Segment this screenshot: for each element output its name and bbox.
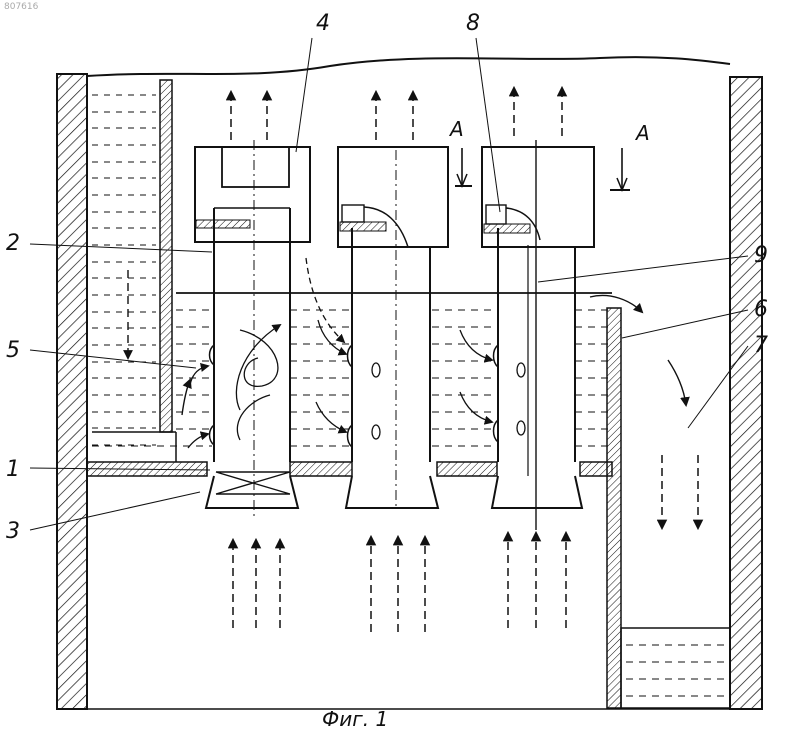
right-wall (730, 77, 762, 709)
top-break-line (87, 57, 730, 76)
section-letter-right: А (634, 121, 650, 145)
tray-plate (87, 462, 612, 476)
corner-mark: 807616 (4, 2, 39, 12)
label-2: 2 (6, 231, 20, 256)
label-1: 1 (6, 457, 20, 482)
label-5: 5 (6, 338, 20, 363)
contact-element-middle (306, 147, 448, 508)
leader-lines (30, 38, 748, 530)
label-9: 9 (754, 243, 768, 268)
gas-inflow-arrows (233, 533, 566, 632)
figure-caption: Фиг. 1 (322, 707, 388, 731)
label-7: 7 (754, 333, 768, 358)
label-8: 8 (466, 11, 480, 36)
label-6: 6 (754, 297, 768, 322)
left-downcomer (92, 80, 190, 445)
gas-outflow-arrows (231, 88, 562, 140)
label-4: 4 (316, 11, 330, 36)
label-3: 3 (6, 519, 20, 544)
overflow-weir (590, 295, 730, 708)
liquid-lines-downcomer (92, 95, 156, 445)
section-letter-left: А (448, 117, 464, 141)
left-wall (57, 74, 87, 709)
